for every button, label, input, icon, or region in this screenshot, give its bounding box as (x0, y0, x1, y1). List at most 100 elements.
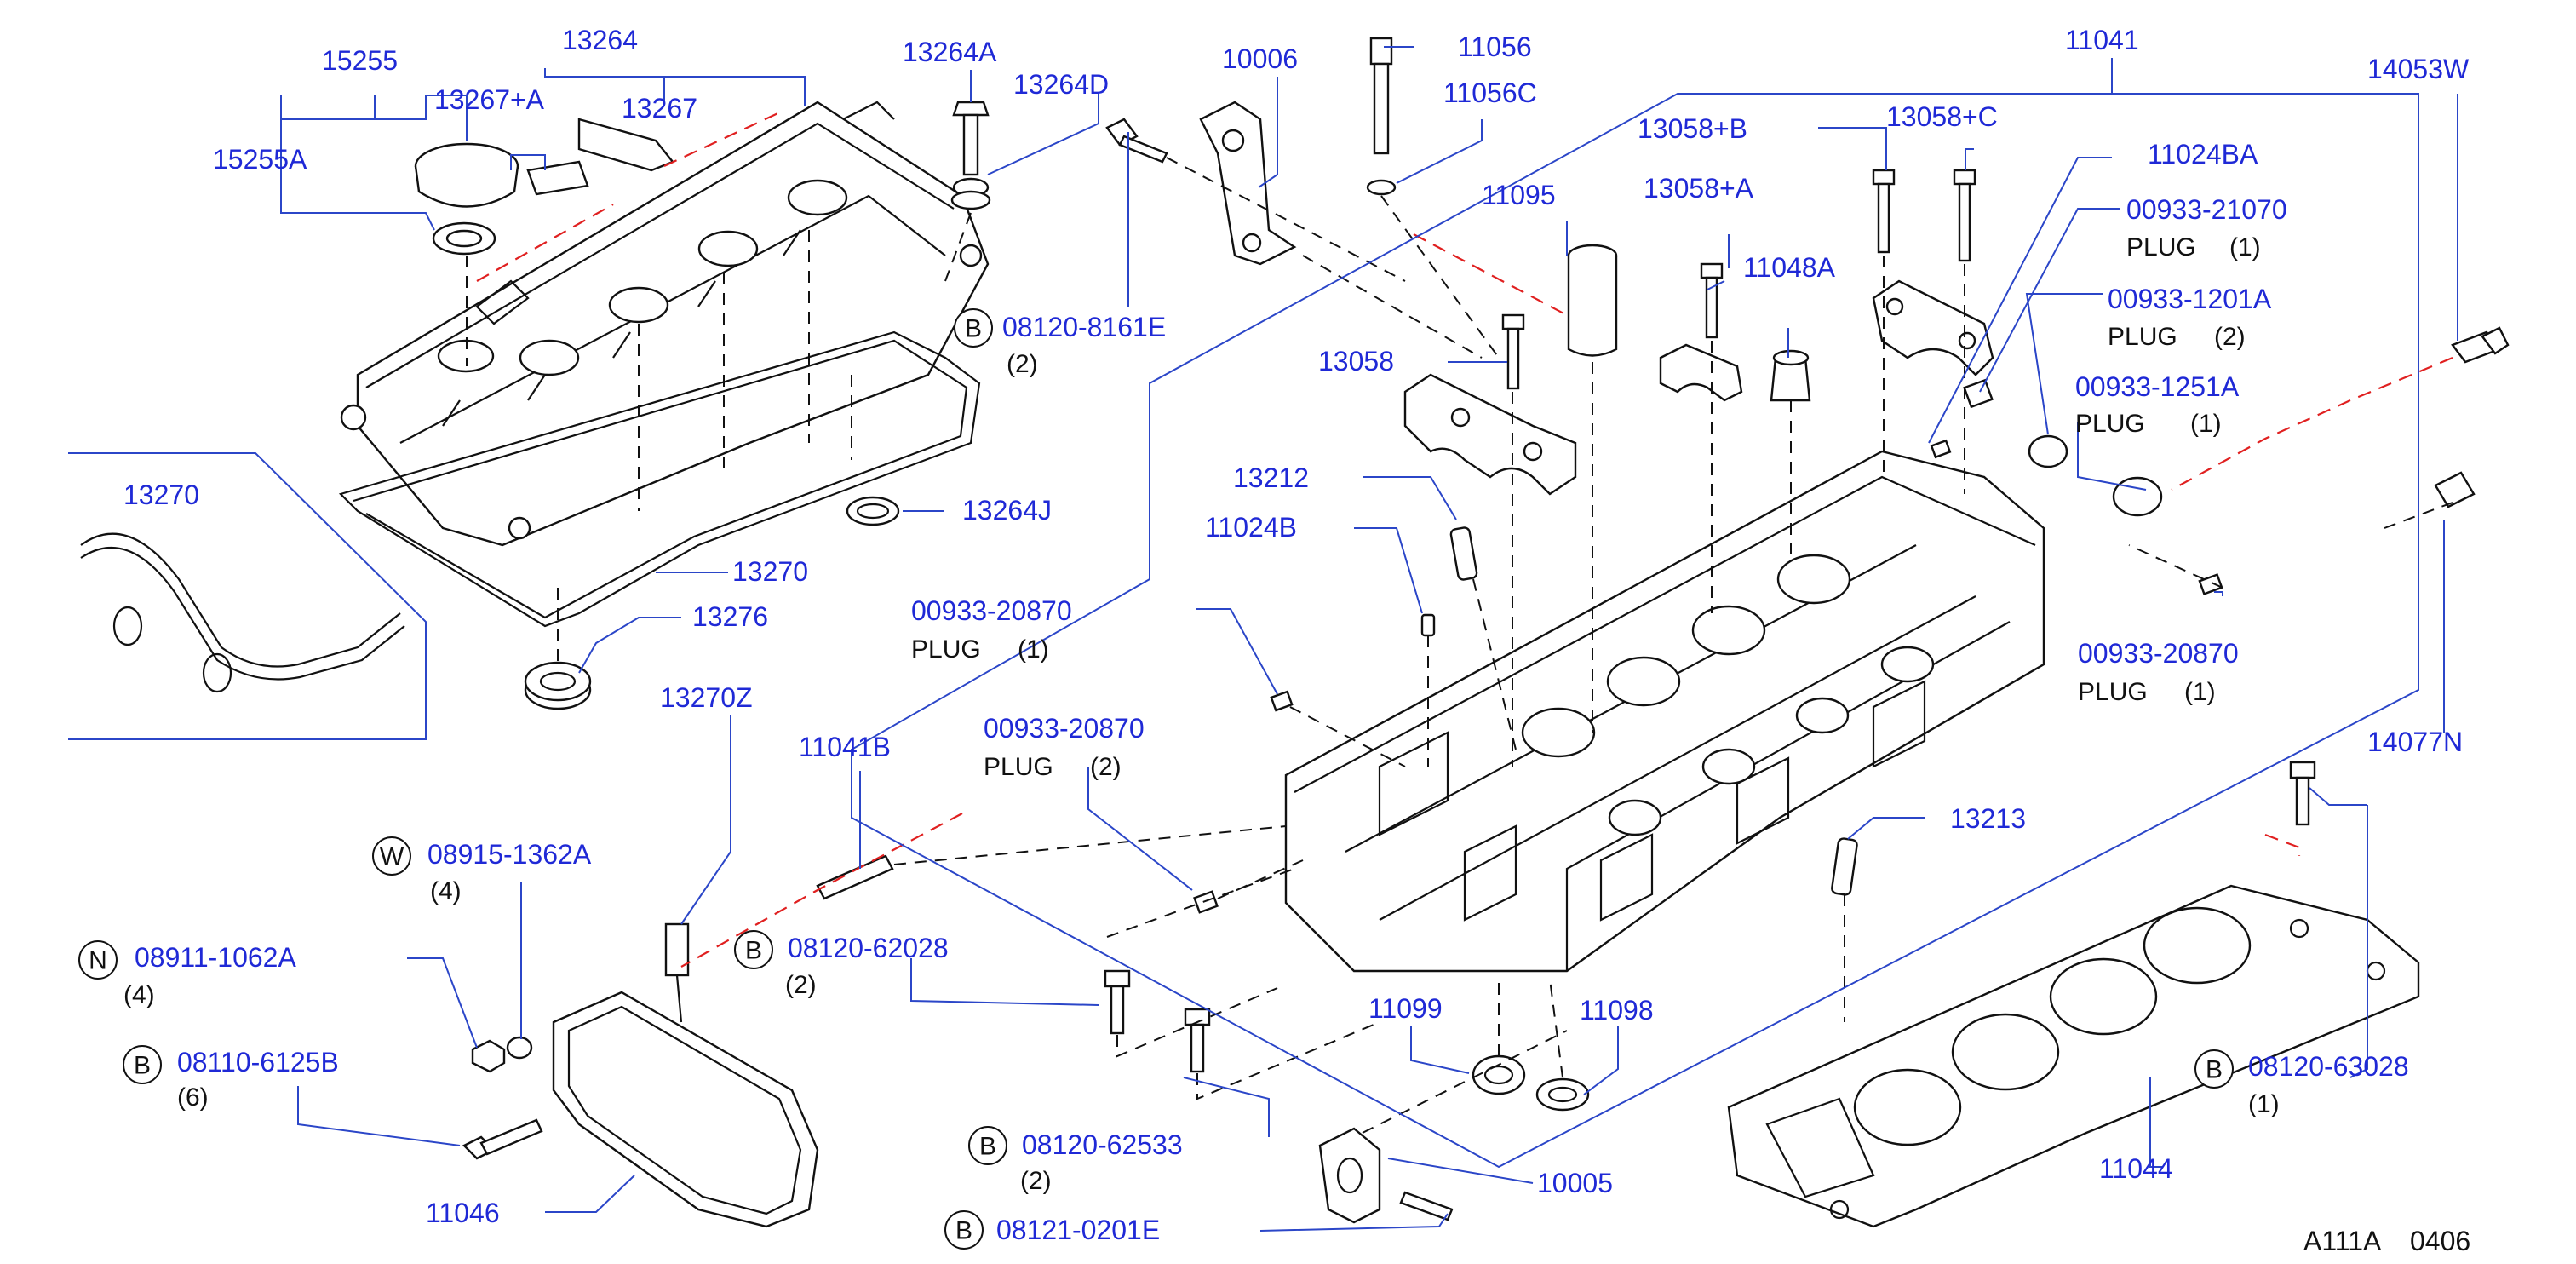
callout-08121-0201E: 08121-0201E (996, 1215, 1160, 1245)
grommet-drawing (846, 496, 900, 526)
callout-11041B: 11041B (799, 732, 891, 762)
svg-text:B: B (134, 1052, 151, 1080)
callout-13267: 13267 (622, 93, 697, 124)
plug-label-20870-b: PLUG (2078, 678, 2148, 706)
head-gasket-drawing (1727, 884, 2420, 1228)
marker-b-62028: B (734, 930, 773, 969)
qty-20870-b: (1) (2184, 678, 2216, 706)
cover-bolt-drawing (950, 101, 991, 210)
quantities: (2) (4) (2) (4) (6) (1) (2) (123, 350, 2280, 1195)
callout-11056: 11056 (1458, 32, 1532, 62)
plugs-right-drawing (1930, 378, 2223, 595)
washer-nut-drawing (462, 1036, 543, 1160)
callout-00933-20870-a: 00933-20870 (911, 595, 1072, 626)
seal-11048A-drawing (1770, 349, 1811, 402)
plug-label-21070: PLUG (2126, 233, 2196, 261)
qty-1362A: (4) (430, 877, 462, 905)
callout-13058: 13058 (1318, 346, 1394, 376)
callout-11095: 11095 (1482, 180, 1556, 210)
oil-filler-cap-drawing (414, 142, 519, 256)
qty-20870-a: (1) (1018, 635, 1049, 664)
assembly-lines (466, 157, 2453, 1134)
marker-w-1362A: W (372, 836, 411, 876)
svg-text:B: B (979, 1133, 996, 1161)
callout-13270: 13270 (732, 556, 808, 587)
rocker-cover-drawing (340, 101, 990, 547)
callout-08915-1362A: 08915-1362A (427, 839, 592, 870)
svg-text:B: B (965, 315, 982, 343)
cam-bracket-rear-drawing (1872, 279, 1994, 376)
callout-08110-6125B: 08110-6125B (177, 1047, 339, 1077)
callout-11048A: 11048A (1743, 252, 1836, 283)
callout-00933-20870-c: 00933-20870 (984, 713, 1145, 744)
marker-b-62533: B (968, 1126, 1007, 1165)
cam-bracket-center-drawing (1659, 343, 1743, 402)
qty-63028: (1) (2248, 1090, 2280, 1118)
svg-text:B: B (745, 937, 762, 965)
diagram-code-id: A111A (2303, 1226, 2382, 1256)
cam-bracket-front-drawing (1403, 373, 1577, 496)
plugs-left-drawing (1193, 690, 1294, 914)
engine-hanger-rear-drawing (1199, 101, 1297, 266)
callout-10006: 10006 (1222, 43, 1298, 74)
callout-13058C: 13058+C (1886, 101, 1998, 132)
callout-11024BA: 11024BA (2148, 139, 2258, 169)
cylinder-head-drawing (1284, 450, 2045, 973)
marker-b-8161E: B (954, 308, 993, 348)
qty-20870-c: (2) (1090, 753, 1122, 781)
callout-labels: 15255 15255A 13264 13267+A 13267 13264A … (123, 25, 2470, 1245)
plug-label-20870-a: PLUG (911, 635, 981, 664)
callout-13264D: 13264D (1013, 69, 1109, 100)
callout-13264: 13264 (562, 25, 638, 55)
cam-bracket-bolts-drawing (1501, 169, 1976, 390)
circled-letter-markers: B W B N B B B B (78, 308, 2234, 1250)
qty-1062A: (4) (123, 981, 155, 1009)
breather-hoses-drawing (526, 118, 674, 196)
callout-08120-8161E: 08120-8161E (1002, 312, 1166, 342)
qty-62028: (2) (785, 971, 817, 999)
bolt-14053W-drawing (2451, 326, 2510, 364)
plug-label-1201A: PLUG (2108, 323, 2177, 351)
callout-11041-top: 11041 (2065, 25, 2139, 55)
callout-10005: 10005 (1537, 1168, 1613, 1198)
rocker-cover-gasket-drawing (338, 330, 981, 628)
callout-00933-20870-b: 00933-20870 (2078, 638, 2239, 669)
callout-11056C: 11056C (1443, 78, 1537, 108)
callout-13270Z: 13270Z (660, 682, 753, 713)
marker-b-0201E: B (944, 1210, 984, 1250)
plug-label-1251A: PLUG (2075, 410, 2145, 438)
diagram-code: A111A 0406 (2303, 1226, 2470, 1256)
svg-text:N: N (89, 947, 107, 975)
callout-13270-inset: 13270 (123, 480, 199, 510)
callout-00933-1251A: 00933-1251A (2075, 371, 2240, 402)
qty-6125B: (6) (177, 1083, 209, 1112)
callout-14077N: 14077N (2367, 727, 2463, 757)
callout-13276: 13276 (692, 601, 768, 632)
callout-13264A: 13264A (903, 37, 997, 67)
callout-00933-21070: 00933-21070 (2126, 194, 2287, 225)
callout-13058A: 13058+A (1644, 173, 1754, 204)
red-centerlines (476, 110, 2453, 968)
qty-1251A: (1) (2190, 410, 2222, 438)
plug-label-20870-c: PLUG (984, 753, 1053, 781)
stud-11041B-drawing (816, 854, 894, 900)
marker-b-6125B: B (123, 1045, 162, 1084)
callout-08911-1062A: 08911-1062A (135, 942, 296, 973)
callout-11098: 11098 (1580, 995, 1654, 1026)
qty-1201A: (2) (2214, 323, 2246, 351)
gasket-detail-inset (68, 452, 427, 740)
seals-bottom-drawing (1472, 1054, 1590, 1112)
guide-pins-drawing (1420, 526, 1858, 896)
svg-text:W: W (380, 843, 404, 871)
callout-15255: 15255 (322, 45, 398, 76)
callout-13058B: 13058+B (1638, 113, 1747, 144)
engine-hanger-front-drawing (1318, 1127, 1454, 1224)
callout-11044: 11044 (2099, 1153, 2173, 1184)
callout-13213: 13213 (1950, 803, 2026, 834)
shim-drawing (2434, 471, 2476, 508)
marker-n-1062A: N (78, 940, 118, 980)
marker-b-63028: B (2194, 1049, 2234, 1089)
callout-11046: 11046 (426, 1198, 500, 1228)
diagram-code-page: 0406 (2410, 1226, 2470, 1256)
